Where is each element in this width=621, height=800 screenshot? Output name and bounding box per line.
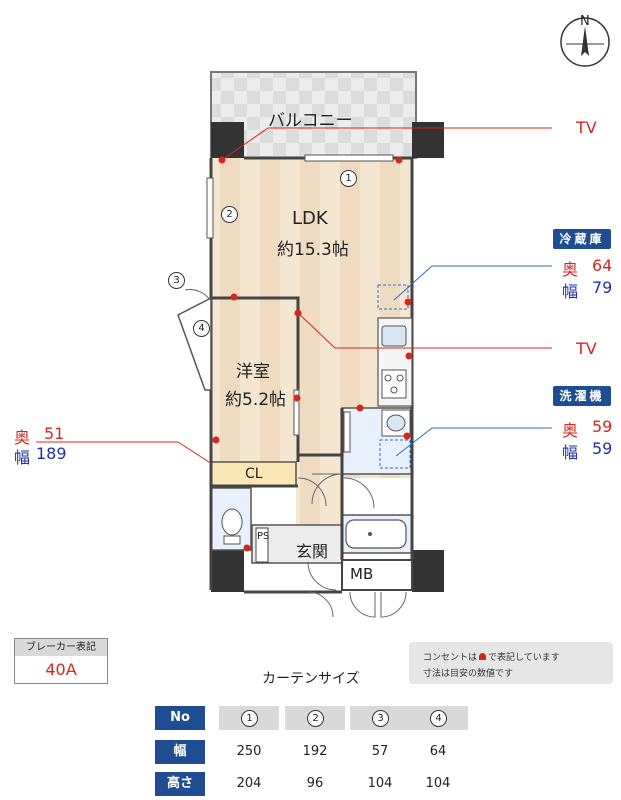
curtain-height-4: 104 — [425, 776, 451, 791]
column — [412, 550, 444, 592]
ldk-label: LDK — [292, 208, 328, 229]
vanity-basin — [386, 414, 406, 432]
western-size: 約5.2帖 — [225, 390, 287, 410]
burner — [384, 374, 392, 382]
burner — [390, 386, 398, 394]
notes-box: コンセントはで表記しています 寸法は目安の数値です — [409, 642, 613, 684]
side-window — [206, 177, 214, 239]
fridge-depth-label: 奥 — [562, 260, 579, 279]
marker-3: 3 — [168, 272, 185, 289]
marker-4: 4 — [193, 320, 210, 337]
floor-plan — [36, 17, 610, 618]
washer-width: 59 — [592, 439, 613, 458]
curtain-row-no: No — [155, 706, 205, 730]
compass-arrow — [581, 26, 589, 56]
marker-1: 1 — [340, 170, 357, 187]
entrance-label: 玄関 — [296, 542, 329, 561]
curtain-col-header: 2 — [285, 706, 345, 730]
curtain-no-1: 1 — [241, 710, 258, 727]
curtain-height-3: 104 — [367, 776, 393, 791]
mb-box — [341, 559, 413, 591]
curtain-no-2: 2 — [307, 710, 324, 727]
balcony-window — [304, 154, 394, 162]
tv-mid-label: TV — [576, 339, 597, 358]
western-floor — [211, 298, 298, 460]
curtain-col-header: 1 — [219, 706, 279, 730]
fridge-space — [377, 284, 409, 310]
closet-width-label: 幅 — [14, 448, 31, 467]
breaker-box: ブレーカー表記 40A — [14, 638, 108, 684]
outlets — [212, 156, 413, 552]
notes-line1: コンセントは — [423, 653, 478, 663]
washer-space — [379, 439, 411, 469]
curtain-width-2: 192 — [302, 744, 328, 759]
ldk-size: 約15.3帖 — [277, 240, 349, 260]
balcony-label: バルコニー — [268, 111, 353, 131]
curtain-row-height: 高さ — [155, 772, 205, 796]
column — [211, 122, 244, 158]
stove — [381, 369, 407, 399]
fridge-depth: 64 — [592, 256, 613, 275]
curtain-width-3: 57 — [371, 744, 389, 759]
breaker-value: 40A — [45, 660, 77, 679]
washer-depth: 59 — [592, 417, 613, 436]
washer-width-label: 幅 — [562, 443, 579, 462]
ps-label: PS — [257, 531, 270, 542]
door-swings — [297, 473, 407, 618]
closet-depth: 51 — [44, 424, 65, 443]
curtain-width-1: 250 — [236, 744, 262, 759]
notes-line1b: で表記しています — [488, 653, 560, 663]
burner — [396, 374, 404, 382]
fridge-tag: 冷蔵庫 — [553, 229, 611, 249]
ps-box — [255, 527, 269, 563]
curtain-width-4: 64 — [429, 744, 447, 759]
curtain-col-header: 3 — [350, 706, 410, 730]
notes-line2: 寸法は目安の数値です — [423, 669, 514, 679]
bathtub — [345, 519, 407, 549]
fridge-width: 79 — [592, 278, 613, 297]
breaker-title: ブレーカー表記 — [15, 639, 107, 656]
marker-2: 2 — [221, 206, 238, 223]
closet-depth-label: 奥 — [14, 428, 31, 447]
closet-label: CL — [245, 466, 263, 482]
bay-window — [177, 296, 212, 391]
fridge-width-label: 幅 — [562, 282, 579, 301]
column — [412, 122, 444, 158]
curtain-title: カーテンサイズ — [262, 671, 360, 687]
washer-depth-label: 奥 — [562, 421, 579, 440]
mb-label: MB — [350, 565, 374, 583]
curtain-row-width: 幅 — [155, 740, 205, 764]
curtain-no-3: 3 — [372, 710, 389, 727]
curtain-col-header: 4 — [408, 706, 468, 730]
washroom-door — [343, 411, 351, 453]
tub-drain — [368, 532, 372, 536]
column — [211, 550, 244, 592]
leader-lines — [36, 127, 552, 465]
kitchen-sink — [381, 325, 407, 347]
washer-tag: 洗濯機 — [553, 386, 611, 406]
tv-top-label: TV — [576, 118, 597, 137]
closet-door — [293, 389, 300, 436]
toilet-bowl — [221, 508, 243, 536]
curtain-height-1: 204 — [236, 776, 262, 791]
closet-width: 189 — [36, 444, 67, 463]
compass-letter: N — [580, 14, 590, 29]
curtain-no-4: 4 — [430, 710, 447, 727]
curtain-height-2: 96 — [306, 776, 324, 791]
western-label: 洋室 — [236, 362, 270, 382]
door-swing — [184, 289, 211, 301]
toilet-tank — [223, 535, 241, 545]
outlet-icon — [479, 653, 487, 660]
